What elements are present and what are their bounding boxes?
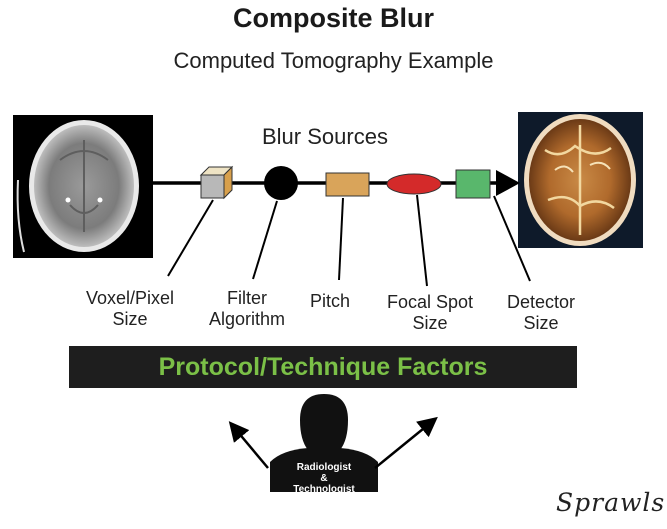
chain-arrow-icon [496, 170, 520, 196]
label-connectors [167, 194, 531, 287]
diagram-subtitle: Computed Tomography Example [173, 48, 494, 73]
filter-circle-icon [264, 166, 298, 200]
source-label-line: Detector [506, 292, 576, 312]
source-label-line: Algorithm [208, 309, 286, 329]
source-label-voxel: Voxel/Pixel Size [70, 288, 190, 330]
radiologist-silhouette-icon [270, 394, 378, 492]
source-label-line: Size [112, 309, 148, 329]
voxel-cube-icon [199, 165, 234, 200]
detector-square-icon [455, 169, 491, 199]
author-signature: Sprawls [556, 488, 666, 517]
protocol-technique-bar: Protocol/Technique Factors [69, 346, 577, 388]
source-label-line: Voxel/Pixel [85, 288, 175, 308]
diagram-title: Composite Blur [232, 3, 434, 33]
source-label-focal-spot: Focal Spot Size [368, 292, 492, 334]
source-label-line: Size [523, 313, 559, 333]
person-label: Radiologist & Technologist [276, 462, 372, 495]
pitch-rectangle-icon [325, 172, 370, 197]
blur-sources-label: Blur Sources [262, 124, 388, 149]
source-label-detector: Detector Size [494, 292, 588, 334]
focal-spot-ellipse-icon [386, 173, 442, 195]
source-label-filter: Filter Algorithm [196, 288, 298, 330]
input-ct-image [13, 115, 153, 258]
source-label-line: Filter [227, 288, 267, 308]
protocol-technique-label: Protocol/Technique Factors [158, 353, 488, 381]
source-label-line: Focal Spot [386, 292, 474, 312]
source-label-line: Size [412, 313, 448, 333]
person-label-line: & [320, 473, 328, 484]
output-ct-image [518, 112, 643, 248]
person-label-line: Radiologist [296, 462, 352, 473]
source-label-pitch: Pitch [300, 291, 360, 312]
left-influence-arrow-icon [228, 421, 269, 469]
person-label-line: Technologist [293, 484, 355, 495]
right-influence-arrow-icon [374, 416, 438, 469]
source-label-line: Pitch [309, 291, 351, 311]
